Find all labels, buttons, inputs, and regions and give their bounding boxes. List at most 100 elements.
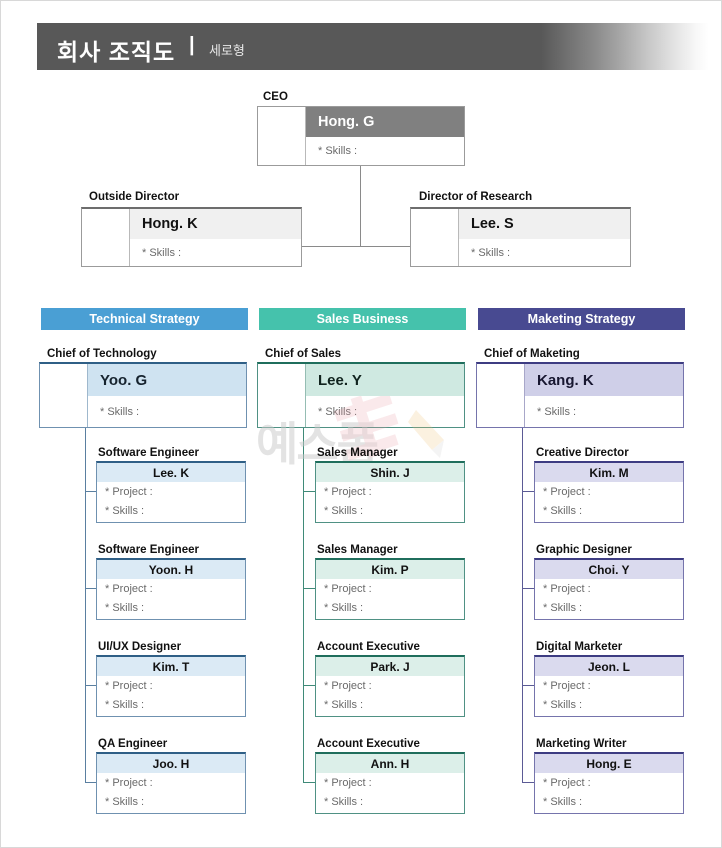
skills-staff-sales-1: * Skills :	[324, 504, 364, 517]
connector-trunk-sales	[303, 428, 304, 782]
skills-staff-sales-3: * Skills :	[324, 698, 364, 711]
project-staff-mkt-1: * Project :	[543, 485, 591, 498]
name-staff-mkt-2: Choi. Y	[535, 560, 683, 579]
connector-trunk-maketing	[522, 428, 523, 782]
skills-outside-director: * Skills :	[142, 246, 182, 259]
connector-branch-technical-3	[85, 685, 97, 686]
exec-box-ceo[interactable]: Hong. G * Skills :	[257, 106, 465, 166]
skills-staff-mkt-3: * Skills :	[543, 698, 583, 711]
dept-banner-technical-strategy[interactable]: Technical Strategy	[41, 308, 248, 330]
skills-ceo: * Skills :	[318, 145, 358, 157]
staff-box-tech-4[interactable]: Joo. H * Project : * Skills :	[96, 752, 246, 814]
exec-box-outside-director[interactable]: Hong. K * Skills :	[81, 207, 302, 267]
name-staff-mkt-3: Jeon. L	[535, 657, 683, 676]
name-ceo: Hong. G	[306, 107, 464, 137]
connector-ceo-trunk	[360, 166, 361, 207]
skills-staff-sales-2: * Skills :	[324, 601, 364, 614]
photo-placeholder-outside-director	[82, 209, 130, 266]
name-chief-maketing: Kang. K	[525, 364, 683, 396]
header-separator: |	[189, 34, 195, 56]
connector-branch-sales-2	[303, 588, 315, 589]
staff-box-mkt-1[interactable]: Kim. M * Project : * Skills :	[534, 461, 684, 523]
project-staff-sales-1: * Project :	[324, 485, 372, 498]
chief-box-sales[interactable]: Lee. Y * Skills :	[257, 362, 465, 428]
skills-staff-tech-1: * Skills :	[105, 504, 145, 517]
role-label-outside-director: Outside Director	[89, 191, 180, 203]
chief-box-maketing[interactable]: Kang. K * Skills :	[476, 362, 684, 428]
skills-staff-sales-4: * Skills :	[324, 795, 364, 808]
connector-branch-maketing-3	[522, 685, 534, 686]
page-title: 회사 조직도	[57, 39, 176, 65]
skills-chief-technology: * Skills :	[100, 405, 140, 418]
project-staff-sales-4: * Project :	[324, 776, 372, 789]
photo-placeholder-chief-sales	[258, 364, 306, 427]
name-chief-sales: Lee. Y	[306, 364, 464, 396]
connector-branch-technical-4	[85, 782, 97, 783]
name-outside-director: Hong. K	[130, 209, 301, 239]
header-gradient-fade	[541, 23, 709, 70]
header-bar	[37, 23, 541, 70]
skills-staff-mkt-4: * Skills :	[543, 795, 583, 808]
connector-branch-sales-1	[303, 491, 315, 492]
skills-staff-tech-2: * Skills :	[105, 601, 145, 614]
role-label-staff-tech-1: Software Engineer	[98, 447, 199, 459]
skills-staff-tech-4: * Skills :	[105, 795, 145, 808]
name-staff-sales-3: Park. J	[316, 657, 464, 676]
name-staff-tech-4: Joo. H	[97, 754, 245, 773]
project-staff-tech-3: * Project :	[105, 679, 153, 692]
photo-placeholder-chief-technology	[40, 364, 88, 427]
photo-placeholder-director-research	[411, 209, 459, 266]
staff-box-mkt-2[interactable]: Choi. Y * Project : * Skills :	[534, 558, 684, 620]
project-staff-sales-3: * Project :	[324, 679, 372, 692]
photo-placeholder-ceo	[258, 107, 306, 165]
role-label-staff-tech-3: UI/UX Designer	[98, 641, 182, 653]
connector-branch-maketing-4	[522, 782, 534, 783]
connector-ceo-drop	[360, 207, 361, 247]
role-label-staff-sales-4: Account Executive	[317, 738, 420, 750]
skills-staff-mkt-1: * Skills :	[543, 504, 583, 517]
staff-box-tech-2[interactable]: Yoon. H * Project : * Skills :	[96, 558, 246, 620]
connector-trunk-technical	[85, 428, 86, 782]
dept-banner-sales-business[interactable]: Sales Business	[259, 308, 466, 330]
name-staff-sales-4: Ann. H	[316, 754, 464, 773]
role-label-staff-sales-3: Account Executive	[317, 641, 420, 653]
project-staff-tech-1: * Project :	[105, 485, 153, 498]
role-label-chief-maketing: Chief of Maketing	[484, 348, 580, 360]
name-staff-mkt-1: Kim. M	[535, 463, 683, 482]
staff-box-tech-1[interactable]: Lee. K * Project : * Skills :	[96, 461, 246, 523]
project-staff-mkt-4: * Project :	[543, 776, 591, 789]
connector-branch-maketing-1	[522, 491, 534, 492]
role-label-staff-mkt-2: Graphic Designer	[536, 544, 632, 556]
dept-banner-maketing-strategy[interactable]: Maketing Strategy	[478, 308, 685, 330]
staff-box-sales-3[interactable]: Park. J * Project : * Skills :	[315, 655, 465, 717]
skills-chief-sales: * Skills :	[318, 405, 358, 418]
name-chief-technology: Yoo. G	[88, 364, 246, 396]
role-label-staff-tech-4: QA Engineer	[98, 738, 168, 750]
role-label-staff-sales-1: Sales Manager	[317, 447, 398, 459]
connector-branch-sales-4	[303, 782, 315, 783]
photo-placeholder-chief-maketing	[477, 364, 525, 427]
name-staff-tech-2: Yoon. H	[97, 560, 245, 579]
staff-box-sales-2[interactable]: Kim. P * Project : * Skills :	[315, 558, 465, 620]
project-staff-tech-4: * Project :	[105, 776, 153, 789]
exec-box-director-research[interactable]: Lee. S * Skills :	[410, 207, 631, 267]
connector-branch-technical-1	[85, 491, 97, 492]
header-subtitle: 세로형	[209, 43, 245, 58]
role-label-staff-mkt-1: Creative Director	[536, 447, 629, 459]
role-label-staff-mkt-4: Marketing Writer	[536, 738, 627, 750]
name-staff-sales-1: Shin. J	[316, 463, 464, 482]
name-staff-tech-3: Kim. T	[97, 657, 245, 676]
name-staff-mkt-4: Hong. E	[535, 754, 683, 773]
staff-box-mkt-4[interactable]: Hong. E * Project : * Skills :	[534, 752, 684, 814]
name-staff-sales-2: Kim. P	[316, 560, 464, 579]
page-header: 회사 조직도 | 세로형	[37, 23, 709, 70]
staff-box-sales-4[interactable]: Ann. H * Project : * Skills :	[315, 752, 465, 814]
role-label-ceo: CEO	[263, 91, 288, 103]
staff-box-tech-3[interactable]: Kim. T * Project : * Skills :	[96, 655, 246, 717]
role-label-chief-sales: Chief of Sales	[265, 348, 342, 360]
staff-box-sales-1[interactable]: Shin. J * Project : * Skills :	[315, 461, 465, 523]
chief-box-technology[interactable]: Yoo. G * Skills :	[39, 362, 247, 428]
connector-branch-maketing-2	[522, 588, 534, 589]
staff-box-mkt-3[interactable]: Jeon. L * Project : * Skills :	[534, 655, 684, 717]
